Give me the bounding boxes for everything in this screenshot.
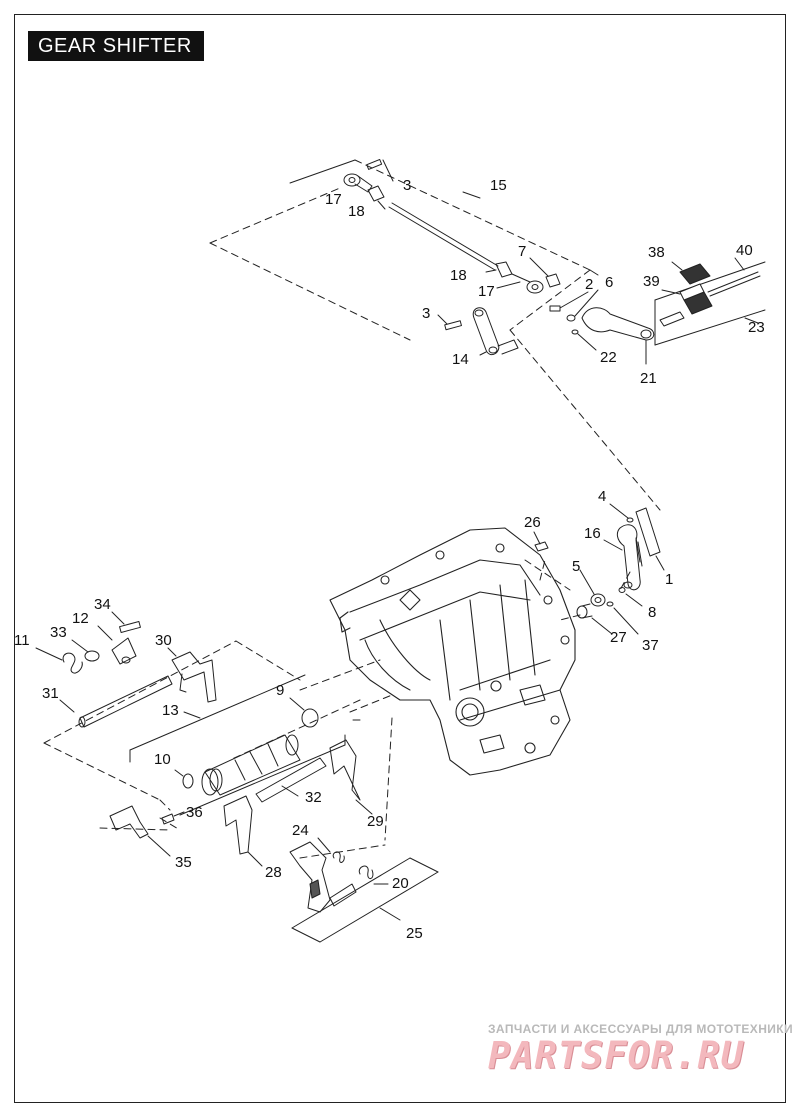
callout-17-lower: 17 [478, 283, 495, 300]
part-8-washer [618, 587, 643, 607]
callout-8: 8 [648, 604, 657, 621]
callout-10: 10 [154, 751, 171, 768]
callout-3-lower: 3 [422, 305, 431, 322]
callout-13: 13 [162, 702, 179, 719]
part-39-peg-rubber [661, 283, 713, 315]
part-40-pin [707, 257, 761, 297]
part-13-shift-drum [201, 734, 301, 796]
part-12-detent-arm [97, 625, 137, 665]
part-17-rod-end-lower [496, 273, 544, 294]
callout-24: 24 [292, 822, 309, 839]
part-7-nut [529, 257, 561, 288]
callout-22: 22 [600, 349, 617, 366]
part-10-retaining-ring [174, 769, 194, 789]
part-2-screw [549, 291, 589, 312]
callout-30: 30 [155, 632, 172, 649]
callout-18-lower: 18 [450, 267, 467, 284]
callout-27: 27 [610, 629, 627, 646]
part-6-washer [566, 289, 599, 322]
callout-21: 21 [640, 370, 657, 387]
callout-31: 31 [42, 685, 59, 702]
callout-15: 15 [490, 177, 507, 194]
callout-37: 37 [642, 637, 659, 654]
part-28-shift-fork [223, 795, 263, 867]
part-23-pin [659, 311, 685, 327]
part-22-clip [571, 329, 597, 351]
callout-4: 4 [598, 488, 607, 505]
callout-29: 29 [367, 813, 384, 830]
part-36-screw [161, 811, 185, 825]
part-27-bushing [576, 603, 613, 635]
bracket-31 [43, 640, 301, 811]
part-31-shaft [59, 675, 173, 728]
bracket-25 [291, 857, 439, 943]
part-33-spacer [71, 639, 100, 662]
part-1-shift-lever [635, 507, 665, 571]
part-38-shift-peg [671, 261, 711, 285]
callout-2: 2 [585, 276, 594, 293]
callout-26: 26 [524, 514, 541, 531]
part-26-screw [533, 531, 549, 552]
callout-25: 25 [406, 925, 423, 942]
part-18-nut-top [367, 185, 386, 210]
callout-1: 1 [665, 571, 674, 588]
callout-34: 34 [94, 596, 111, 613]
callout-39: 39 [643, 273, 660, 290]
part-4-washer [609, 503, 634, 523]
case-leaders [229, 559, 631, 841]
part-34-bolt [111, 611, 141, 633]
callout-28: 28 [265, 864, 282, 881]
callout-32: 32 [305, 789, 322, 806]
part-17-rod-end-top [343, 173, 373, 193]
callout-12: 12 [72, 610, 89, 627]
callout-33: 33 [50, 624, 67, 641]
bracket-23 [654, 261, 766, 346]
page-frame [14, 14, 786, 1103]
callout-3-top: 3 [403, 177, 412, 194]
page-title: GEAR SHIFTER [28, 31, 204, 61]
part-35-shift-fork [109, 805, 171, 857]
shifter-rod [388, 202, 499, 271]
callout-9: 9 [276, 682, 285, 699]
part-37-washer [606, 601, 639, 635]
part-3-bolt-lower [437, 314, 462, 331]
callout-17-top: 17 [325, 191, 342, 208]
part-11-spring [35, 647, 83, 674]
callout-38: 38 [648, 244, 665, 261]
callout-36: 36 [186, 804, 203, 821]
bracket-25-leaders [299, 844, 386, 859]
part-16-shaft-lever [603, 524, 643, 591]
part-18-nut-lower [485, 261, 513, 278]
callout-35: 35 [175, 854, 192, 871]
part-30-shift-fork [167, 647, 217, 703]
watermark-caption: ЗАПЧАСТИ И АКСЕССУАРЫ ДЛЯ МОТОТЕХНИКИ [488, 1022, 794, 1036]
part-3-bolt-top [366, 159, 394, 182]
callout-18-top: 18 [348, 203, 365, 220]
callout-5: 5 [572, 558, 581, 575]
watermark-logo: PARTSFOR.RU [488, 1034, 745, 1077]
part-32-shaft [255, 757, 327, 803]
callout-14: 14 [452, 351, 469, 368]
callout-16: 16 [584, 525, 601, 542]
callout-40: 40 [736, 242, 753, 259]
leader-15 [462, 191, 481, 199]
bracket-35 [99, 817, 181, 831]
part-21-shift-lever-rear [581, 307, 655, 365]
part-25-shift-pawl [289, 841, 357, 913]
callout-11: 11 [14, 632, 30, 649]
callout-23: 23 [748, 319, 765, 336]
part-9-o-ring [289, 697, 319, 728]
part-14-shift-lever [472, 307, 519, 356]
transmission-case [329, 527, 576, 776]
callout-7: 7 [518, 243, 527, 260]
callout-20: 20 [392, 875, 409, 892]
part-20-spring [358, 865, 389, 885]
part-29-shift-fork [329, 739, 373, 815]
part-5-seal [579, 569, 606, 607]
bracket-15 [209, 159, 661, 511]
callout-6: 6 [605, 274, 614, 291]
part-24-spring [317, 837, 345, 863]
